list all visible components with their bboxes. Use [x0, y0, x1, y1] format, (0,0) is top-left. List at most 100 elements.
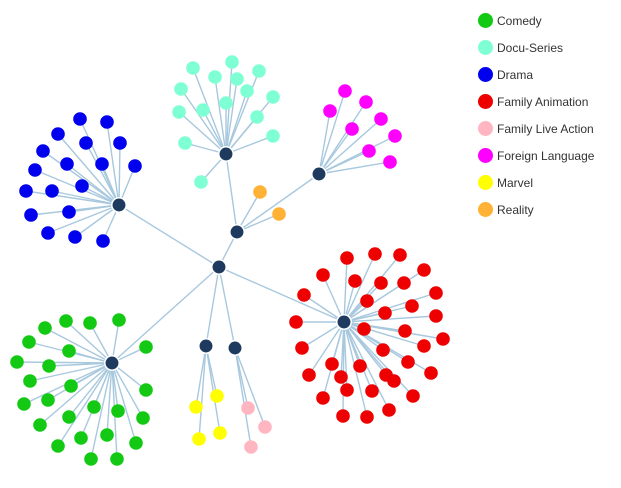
node-comedy[interactable]	[139, 383, 153, 397]
legend-item-drama[interactable]: Drama	[478, 61, 594, 88]
node-family-animation[interactable]	[336, 409, 350, 423]
node-family-animation[interactable]	[295, 341, 309, 355]
node-family-live-action[interactable]	[258, 420, 272, 434]
hub-drama[interactable]	[111, 197, 127, 213]
node-docu-series[interactable]	[225, 55, 239, 69]
node-drama[interactable]	[100, 115, 114, 129]
node-docu-series[interactable]	[230, 72, 244, 86]
node-family-animation[interactable]	[365, 384, 379, 398]
node-drama[interactable]	[62, 205, 76, 219]
node-family-animation[interactable]	[297, 288, 311, 302]
node-family-animation[interactable]	[325, 357, 339, 371]
node-foreign-language[interactable]	[359, 95, 373, 109]
node-family-animation[interactable]	[340, 251, 354, 265]
node-comedy[interactable]	[100, 428, 114, 442]
node-comedy[interactable]	[136, 411, 150, 425]
node-comedy[interactable]	[83, 316, 97, 330]
node-family-animation[interactable]	[436, 332, 450, 346]
node-family-animation[interactable]	[417, 263, 431, 277]
legend-item-reality[interactable]: Reality	[478, 196, 594, 223]
node-drama[interactable]	[96, 234, 110, 248]
legend-item-comedy[interactable]: Comedy	[478, 7, 594, 34]
node-family-animation[interactable]	[360, 294, 374, 308]
node-comedy[interactable]	[22, 335, 36, 349]
node-docu-series[interactable]	[219, 96, 233, 110]
node-family-animation[interactable]	[334, 370, 348, 384]
node-comedy[interactable]	[84, 452, 98, 466]
node-comedy[interactable]	[17, 397, 31, 411]
node-docu-series[interactable]	[186, 61, 200, 75]
node-docu-series[interactable]	[252, 64, 266, 78]
node-docu-series[interactable]	[266, 129, 280, 143]
node-comedy[interactable]	[74, 431, 88, 445]
node-comedy[interactable]	[51, 439, 65, 453]
node-docu-series[interactable]	[194, 175, 208, 189]
node-family-animation[interactable]	[368, 247, 382, 261]
node-docu-series[interactable]	[250, 110, 264, 124]
node-family-animation[interactable]	[340, 383, 354, 397]
node-family-animation[interactable]	[397, 276, 411, 290]
node-docu-series[interactable]	[174, 82, 188, 96]
node-family-animation[interactable]	[357, 322, 371, 336]
node-drama[interactable]	[24, 208, 38, 222]
node-drama[interactable]	[113, 136, 127, 150]
hub-family-live-action[interactable]	[227, 340, 243, 356]
node-docu-series[interactable]	[240, 84, 254, 98]
node-drama[interactable]	[60, 157, 74, 171]
node-foreign-language[interactable]	[388, 129, 402, 143]
node-marvel[interactable]	[213, 426, 227, 440]
node-family-animation[interactable]	[387, 374, 401, 388]
node-marvel[interactable]	[210, 389, 224, 403]
node-family-live-action[interactable]	[241, 401, 255, 415]
node-comedy[interactable]	[33, 418, 47, 432]
hub-docu-series[interactable]	[218, 146, 234, 162]
node-family-animation[interactable]	[401, 355, 415, 369]
node-family-animation[interactable]	[348, 274, 362, 288]
node-comedy[interactable]	[41, 393, 55, 407]
node-family-live-action[interactable]	[244, 440, 258, 454]
node-drama[interactable]	[28, 163, 42, 177]
node-family-animation[interactable]	[353, 359, 367, 373]
node-foreign-language[interactable]	[345, 122, 359, 136]
node-docu-series[interactable]	[208, 70, 222, 84]
hub-foreign-language[interactable]	[311, 166, 327, 182]
node-reality[interactable]	[272, 207, 286, 221]
node-reality[interactable]	[253, 185, 267, 199]
node-comedy[interactable]	[10, 355, 24, 369]
node-comedy[interactable]	[62, 410, 76, 424]
node-family-animation[interactable]	[417, 339, 431, 353]
node-family-animation[interactable]	[398, 324, 412, 338]
node-comedy[interactable]	[87, 400, 101, 414]
node-foreign-language[interactable]	[362, 144, 376, 158]
node-comedy[interactable]	[112, 313, 126, 327]
node-drama[interactable]	[73, 112, 87, 126]
node-foreign-language[interactable]	[323, 104, 337, 118]
legend-item-family-live-action[interactable]: Family Live Action	[478, 115, 594, 142]
node-family-animation[interactable]	[374, 276, 388, 290]
node-family-animation[interactable]	[382, 403, 396, 417]
node-docu-series[interactable]	[178, 136, 192, 150]
node-comedy[interactable]	[42, 359, 56, 373]
node-comedy[interactable]	[111, 404, 125, 418]
node-foreign-language[interactable]	[383, 155, 397, 169]
hub-marvel[interactable]	[198, 338, 214, 354]
node-marvel[interactable]	[189, 400, 203, 414]
root-node[interactable]	[211, 259, 227, 275]
node-family-animation[interactable]	[393, 248, 407, 262]
hub-reality[interactable]	[229, 224, 245, 240]
node-drama[interactable]	[51, 127, 65, 141]
node-family-animation[interactable]	[360, 410, 374, 424]
node-docu-series[interactable]	[172, 105, 186, 119]
node-comedy[interactable]	[23, 374, 37, 388]
node-family-animation[interactable]	[302, 368, 316, 382]
node-drama[interactable]	[95, 157, 109, 171]
node-family-animation[interactable]	[424, 366, 438, 380]
node-drama[interactable]	[79, 136, 93, 150]
node-drama[interactable]	[41, 226, 55, 240]
node-comedy[interactable]	[59, 314, 73, 328]
node-comedy[interactable]	[64, 379, 78, 393]
node-comedy[interactable]	[38, 321, 52, 335]
legend-item-docu-series[interactable]: Docu-Series	[478, 34, 594, 61]
node-family-animation[interactable]	[316, 268, 330, 282]
node-family-animation[interactable]	[378, 306, 392, 320]
